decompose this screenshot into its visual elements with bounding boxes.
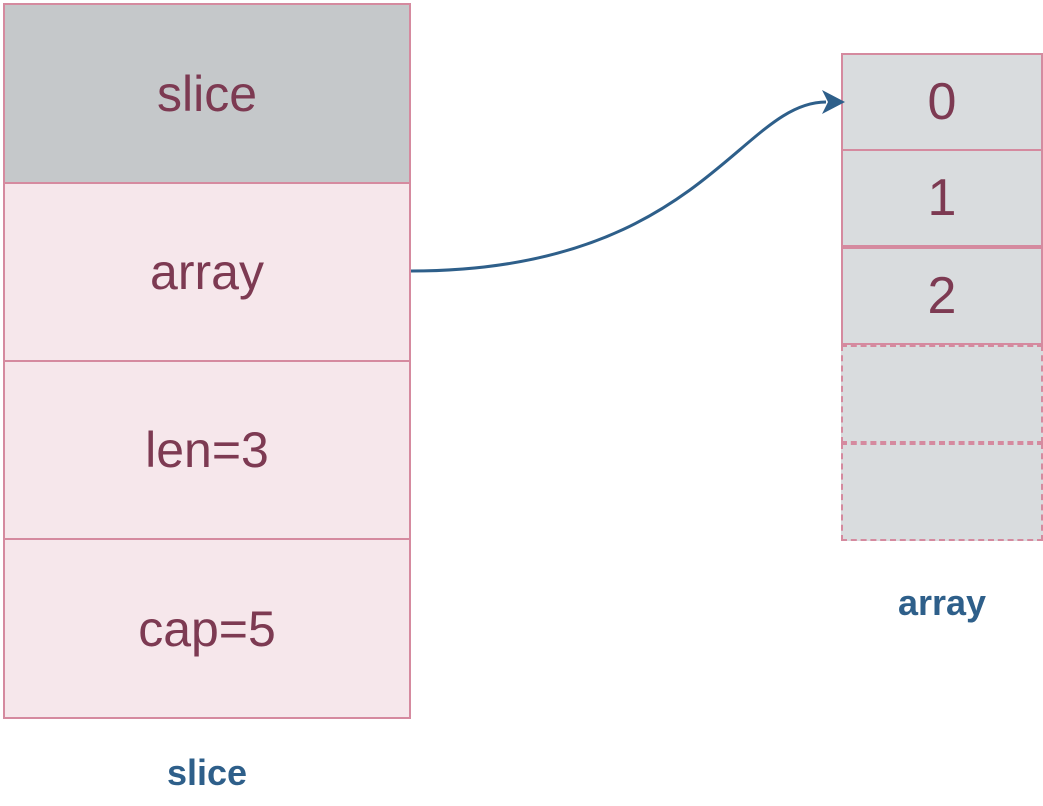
pointer-arrow-curve bbox=[410, 100, 827, 273]
array-cell-3-unused bbox=[841, 345, 1043, 443]
array-cell-0: 0 bbox=[841, 53, 1043, 151]
array-cell-2-label: 2 bbox=[927, 267, 957, 325]
slice-field-cap: cap=5 bbox=[3, 538, 411, 719]
slice-field-cap-label: cap=5 bbox=[138, 600, 276, 657]
slice-field-len: len=3 bbox=[3, 360, 411, 540]
array-cell-4-unused bbox=[841, 443, 1043, 541]
array-cell-2: 2 bbox=[841, 247, 1043, 345]
slice-caption: slice bbox=[166, 752, 248, 793]
slice-field-len-label: len=3 bbox=[145, 422, 269, 478]
array-cell-1-label: 1 bbox=[927, 169, 957, 227]
slice-field-array: array bbox=[3, 182, 411, 362]
slice-field-array-label: array bbox=[150, 244, 264, 300]
array-cell-0-label: 0 bbox=[927, 73, 957, 131]
slice-header-label: slice bbox=[156, 65, 258, 122]
array-cell-1: 1 bbox=[841, 149, 1043, 247]
array-caption: array bbox=[897, 582, 987, 623]
slice-header-cell: slice bbox=[3, 3, 411, 184]
